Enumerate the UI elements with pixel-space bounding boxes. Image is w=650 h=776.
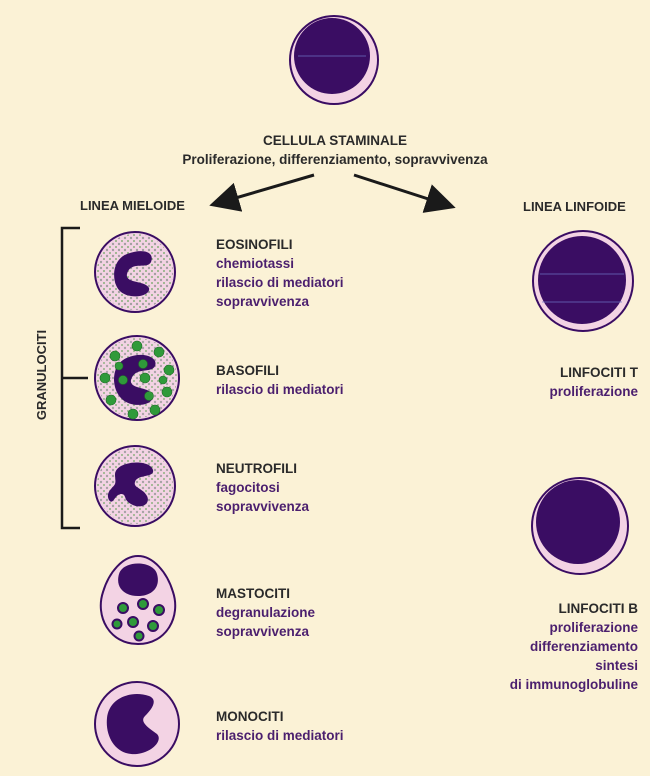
- arrow-to-myeloid: [215, 175, 314, 204]
- granulocyte-bracket: [62, 228, 80, 528]
- monocyte-line-1: rilascio di mediatori: [216, 727, 344, 745]
- arrow-to-lymphoid: [354, 175, 450, 206]
- b-lymphocyte-line-3: sintesi: [470, 657, 638, 675]
- neutrophil-line-2: sopravvivenza: [216, 498, 309, 516]
- b-lymphocyte-line-4: di immunoglobuline: [470, 676, 638, 694]
- eosinophil-cell: [93, 230, 177, 314]
- b-lymphocyte-line-1: proliferazione: [470, 619, 638, 637]
- basophil-cell: [93, 334, 181, 422]
- basophil-name: BASOFILI: [216, 362, 279, 380]
- eosinophil-line-3: sopravvivenza: [216, 293, 309, 311]
- eosinophil-name: EOSINOFILI: [216, 236, 293, 254]
- mast-cell: [93, 552, 183, 648]
- eosinophil-line-2: rilascio di mediatori: [216, 274, 344, 292]
- mast-cell-name: MASTOCITI: [216, 585, 290, 603]
- t-lymphocyte-name: LINFOCITI T: [470, 364, 638, 382]
- mast-cell-line-2: sopravvivenza: [216, 623, 309, 641]
- neutrophil-cell: [93, 444, 177, 528]
- monocyte-name: MONOCITI: [216, 708, 284, 726]
- neutrophil-line-1: fagocitosi: [216, 479, 280, 497]
- granulocytes-label: GRANULOCITI: [33, 325, 51, 425]
- mast-cell-line-1: degranulazione: [216, 604, 315, 622]
- b-lymphocyte-name: LINFOCITI B: [470, 600, 638, 618]
- b-lymphocyte-line-2: differenziamento: [470, 638, 638, 656]
- b-lymphocyte-cell: [528, 474, 632, 578]
- stem-cell: [288, 14, 380, 106]
- monocyte-cell: [93, 680, 181, 768]
- eosinophil-line-1: chemiotassi: [216, 255, 294, 273]
- neutrophil-name: NEUTROFILI: [216, 460, 297, 478]
- t-lymphocyte-cell: [528, 226, 638, 336]
- lymphoid-line-label: LINEA LINFOIDE: [523, 198, 626, 216]
- basophil-line-1: rilascio di mediatori: [216, 381, 344, 399]
- myeloid-line-label: LINEA MIELOIDE: [80, 197, 185, 215]
- stem-title: CELLULA STAMINALE: [255, 132, 415, 150]
- stem-subtitle: Proliferazione, differenziamento, soprav…: [170, 151, 500, 169]
- t-lymphocyte-line-1: proliferazione: [470, 383, 638, 401]
